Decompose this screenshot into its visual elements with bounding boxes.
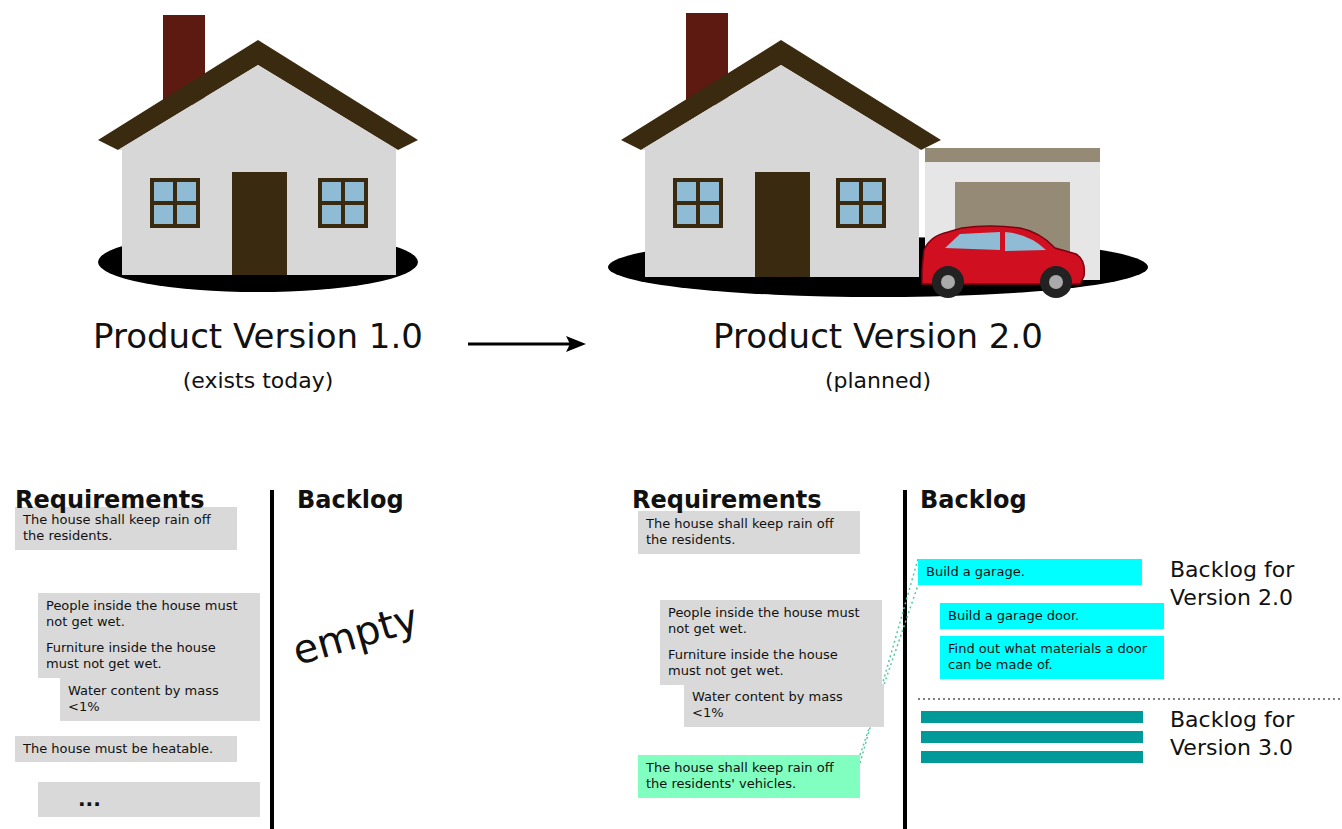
product-sublabel: (planned) bbox=[825, 368, 931, 393]
version-separator bbox=[918, 698, 1342, 700]
product-label: Product Version 1.0 bbox=[93, 316, 423, 356]
backlog-bar bbox=[921, 751, 1143, 763]
column-header: Requirements bbox=[632, 486, 822, 514]
column-divider bbox=[270, 490, 274, 829]
car bbox=[922, 226, 1084, 298]
backlog-item: Find out what materials a door can be ma… bbox=[940, 636, 1164, 679]
product-label: Product Version 2.0 bbox=[713, 316, 1043, 356]
empty-note: empty bbox=[287, 594, 423, 674]
requirement-box: The house shall keep rain off the reside… bbox=[638, 511, 860, 554]
version-label: Backlog for Version 3.0 bbox=[1170, 706, 1335, 761]
backlog-item: Build a garage. bbox=[918, 559, 1142, 585]
column-header: Backlog bbox=[297, 486, 404, 514]
box-text: Build a garage. bbox=[926, 564, 1134, 580]
requirement-box: People inside the house must not get wet… bbox=[660, 600, 882, 643]
box-text: Build a garage door. bbox=[948, 608, 1156, 624]
requirement-box: People inside the house must not get wet… bbox=[38, 593, 260, 636]
product-sublabel: (exists today) bbox=[183, 368, 334, 393]
box-text: Find out what materials a door can be ma… bbox=[948, 641, 1156, 674]
box-text: Water content by mass <1% bbox=[692, 689, 876, 722]
box-text: The house shall keep rain off the reside… bbox=[646, 516, 852, 549]
requirement-box: Water content by mass <1% bbox=[60, 678, 260, 721]
backlog-bar bbox=[921, 731, 1143, 743]
requirement-box: ... bbox=[38, 782, 260, 817]
box-text: The house shall keep rain off the reside… bbox=[646, 760, 852, 793]
column-header: Backlog bbox=[920, 486, 1027, 514]
box-text: The house shall keep rain off the reside… bbox=[23, 512, 229, 545]
requirement-box: The house must be heatable. bbox=[15, 736, 237, 762]
requirement-box: Furniture inside the house must not get … bbox=[660, 642, 882, 685]
requirement-box: Furniture inside the house must not get … bbox=[38, 635, 260, 678]
backlog-item: Build a garage door. bbox=[940, 603, 1164, 629]
box-text: Furniture inside the house must not get … bbox=[46, 640, 252, 673]
house-v2 bbox=[608, 13, 1148, 298]
box-text: ... bbox=[78, 787, 252, 812]
box-text: Water content by mass <1% bbox=[68, 683, 252, 716]
column-divider bbox=[903, 490, 907, 829]
box-text: People inside the house must not get wet… bbox=[46, 598, 252, 631]
version-arrow bbox=[468, 336, 586, 352]
column-header: Requirements bbox=[15, 486, 205, 514]
box-text: The house must be heatable. bbox=[23, 741, 229, 757]
box-text: Furniture inside the house must not get … bbox=[668, 647, 874, 680]
new-requirement-box: The house shall keep rain off the reside… bbox=[638, 755, 860, 798]
house-v1 bbox=[98, 15, 418, 292]
requirement-box: Water content by mass <1% bbox=[684, 684, 884, 727]
box-text: People inside the house must not get wet… bbox=[668, 605, 874, 638]
backlog-bar bbox=[921, 711, 1143, 723]
version-label: Backlog for Version 2.0 bbox=[1170, 556, 1335, 611]
